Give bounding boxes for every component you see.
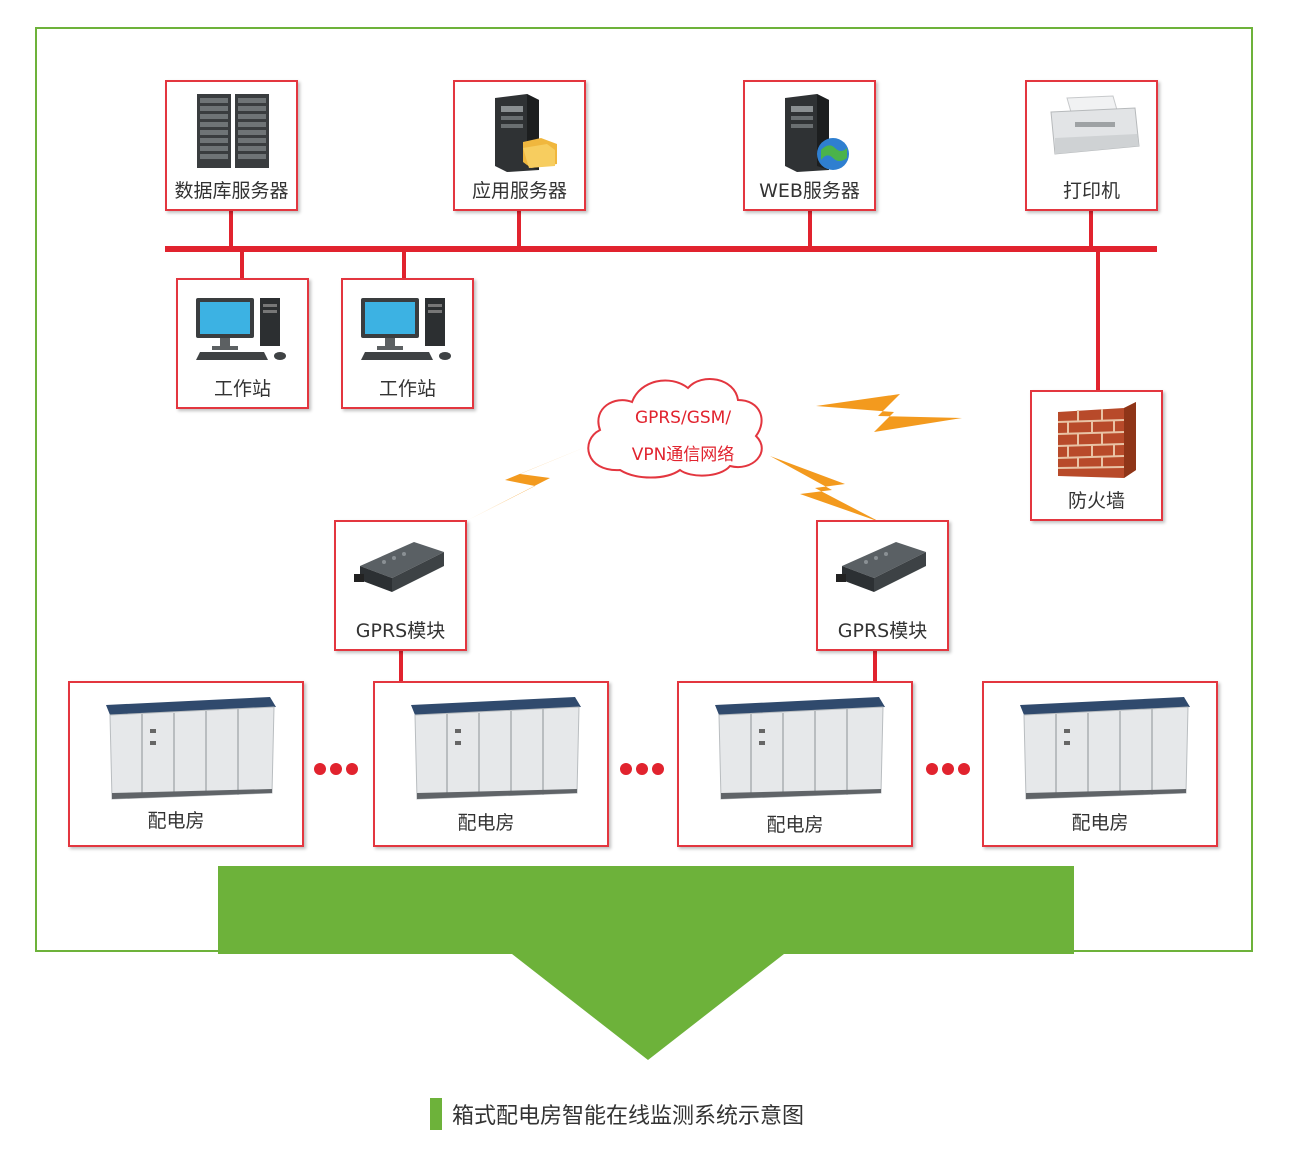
firewall-node: 防火墙	[1030, 390, 1163, 521]
gprs-module-icon	[354, 542, 444, 592]
connector-database-server	[229, 208, 233, 248]
web-server-node: WEB服务器	[743, 80, 876, 211]
substation-room-label-1: 配电房	[147, 810, 205, 832]
cloud-label-line2: VPN通信网络	[631, 445, 735, 465]
connector-application-server	[517, 208, 521, 248]
connector-workstation-1	[240, 250, 244, 280]
printer-icon	[1050, 95, 1140, 155]
workstation-icon	[361, 298, 451, 360]
ellipsis-dots-2	[620, 762, 664, 776]
printer-label: 打印机	[1062, 180, 1120, 202]
substation-cabinet-icon	[106, 697, 276, 800]
printer-node: 打印机	[1025, 80, 1158, 211]
network-bus	[165, 246, 1157, 252]
network-cloud	[587, 378, 763, 479]
lightning-bolt-firewall	[816, 394, 962, 432]
substation-room-node-3: 配电房	[677, 681, 913, 847]
substation-room-node-2: 配电房	[373, 681, 609, 847]
connector-printer	[1089, 208, 1093, 248]
connector-gprs-1	[399, 650, 403, 683]
workstation-icon	[196, 298, 286, 360]
gprs-module-icon	[836, 542, 926, 592]
firewall-icon	[1057, 402, 1136, 478]
substation-room-label-4: 配电房	[1071, 812, 1129, 834]
database-server-icon	[197, 94, 269, 168]
connector-web-server	[808, 208, 812, 248]
workstation-node-1: 工作站	[176, 278, 309, 409]
lightning-bolt-right	[770, 456, 880, 522]
web-server-icon	[785, 94, 849, 172]
substation-room-label-3: 配电房	[766, 814, 824, 836]
application-server-label: 应用服务器	[471, 180, 567, 202]
caption-text: 箱式配电房智能在线监测系统示意图	[452, 1104, 805, 1129]
lightning-bolt-left	[468, 446, 588, 520]
substation-room-label-2: 配电房	[457, 812, 515, 834]
figure-caption: 箱式配电房智能在线监测系统示意图	[430, 1096, 804, 1132]
substation-cabinet-icon	[411, 697, 581, 800]
substation-room-node-1: 配电房	[68, 681, 304, 847]
firewall-label: 防火墙	[1067, 490, 1125, 512]
substation-cabinet-icon	[715, 697, 885, 800]
gprs-module-label-1: GPRS模块	[355, 620, 446, 642]
cloud-label-line1: GPRS/GSM/	[634, 408, 732, 428]
workstation-label-1: 工作站	[213, 378, 271, 400]
substation-room-node-4: 配电房	[982, 681, 1218, 847]
gprs-module-node-2: GPRS模块	[816, 520, 949, 651]
ellipsis-dots-1	[314, 762, 358, 776]
application-server-icon	[495, 94, 557, 172]
gprs-module-node-1: GPRS模块	[334, 520, 467, 651]
connector-gprs-2	[873, 650, 877, 683]
workstation-node-2: 工作站	[341, 278, 474, 409]
database-server-label: 数据库服务器	[174, 180, 289, 202]
ellipsis-dots-3	[926, 762, 970, 776]
web-server-label: WEB服务器	[759, 180, 860, 202]
connector-workstation-2	[402, 250, 406, 280]
caption-marker	[430, 1098, 442, 1130]
application-server-node: 应用服务器	[453, 80, 586, 211]
substation-cabinet-icon	[1020, 697, 1190, 800]
workstation-label-2: 工作站	[378, 378, 436, 400]
connector-firewall	[1096, 250, 1100, 392]
gprs-module-label-2: GPRS模块	[837, 620, 928, 642]
database-server-node: 数据库服务器	[165, 80, 298, 211]
